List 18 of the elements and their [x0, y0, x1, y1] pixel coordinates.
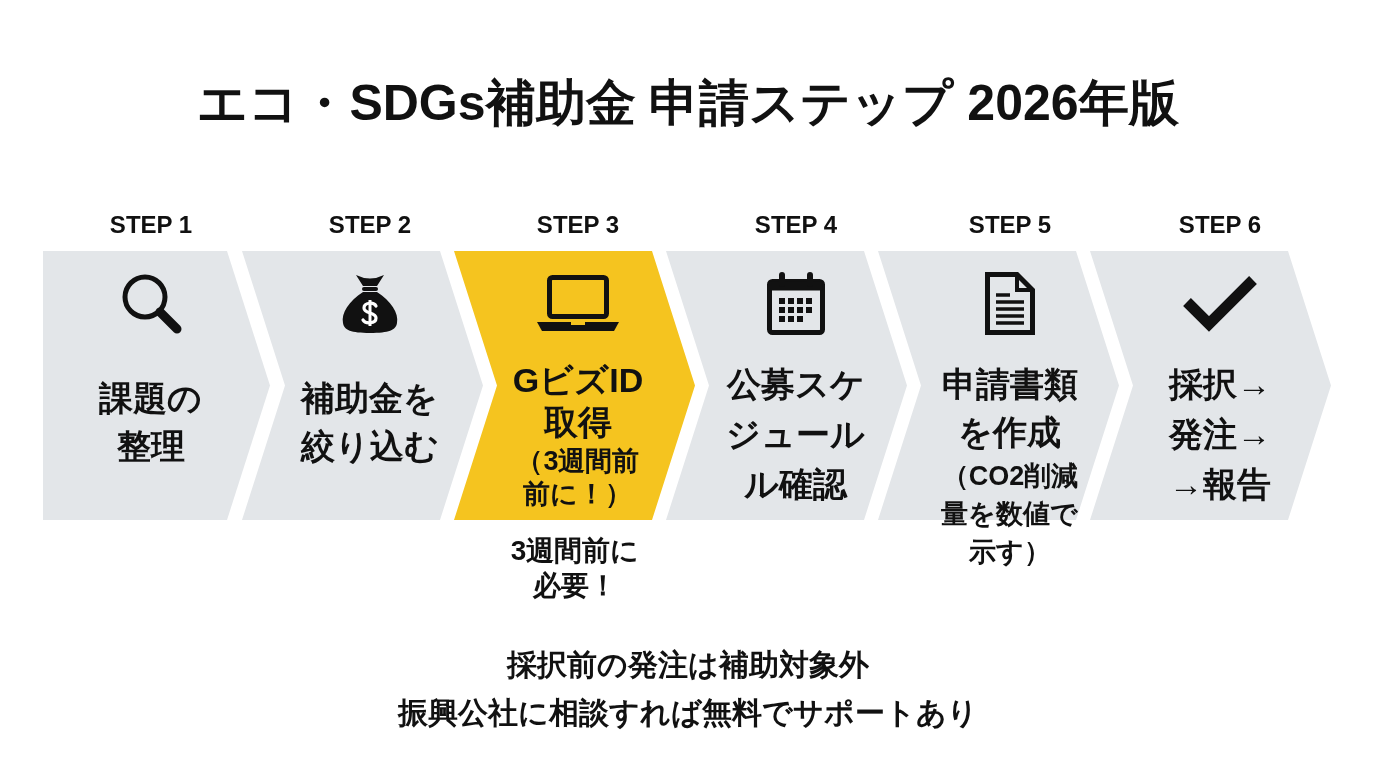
step-title: 採択→発注→→報告 — [1167, 364, 1272, 505]
step-title: GビズID取得 — [511, 360, 645, 443]
step-label: STEP 1 — [109, 210, 193, 240]
step-title: 課題の整理 — [98, 378, 204, 467]
step-label: STEP 2 — [328, 210, 412, 240]
step-label: STEP 5 — [968, 210, 1052, 240]
step-label: STEP 3 — [536, 210, 620, 240]
note-text: 振興公社に相談すれば無料でサポートあり — [398, 695, 978, 731]
side-note: 3週間前に必要！ — [509, 534, 641, 603]
step-label: STEP 4 — [754, 210, 838, 240]
step-title: 公募スケジュールル確認 — [726, 364, 866, 505]
step-title: 申請書類を作成 — [941, 364, 1079, 453]
step-title: 補助金を絞り込む — [300, 378, 440, 467]
step-note: （CO2削減量を数値で示す） — [940, 460, 1080, 569]
page-title: エコ・SDGs補助金 申請ステップ 2026年版 — [197, 74, 1179, 133]
note-text: 採択前の発注は補助対象外 — [507, 647, 869, 683]
step-note: （3週間前前に！） — [515, 445, 641, 511]
step-label: STEP 6 — [1178, 210, 1262, 240]
